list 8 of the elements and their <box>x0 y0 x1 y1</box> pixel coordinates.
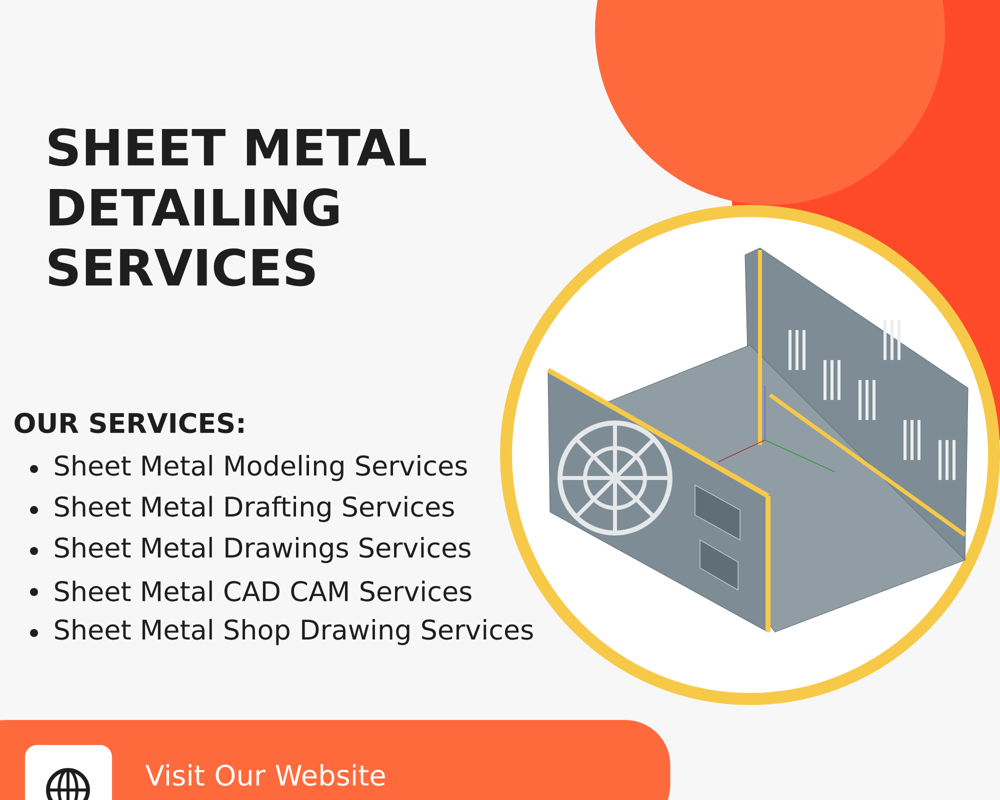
list-item: Sheet Metal CAD CAM Services <box>30 580 472 602</box>
list-item: Sheet Metal Drawings Services <box>30 536 470 564</box>
list-item: Sheet Metal Drafting Services <box>30 496 454 522</box>
title: SHEET METAL DETAILING SERVICES <box>48 128 426 286</box>
list-item: Sheet Metal Shop Drawing Services <box>30 618 533 646</box>
list-item: Sheet Metal Modeling Services <box>30 454 467 482</box>
section-heading: OUR SERVICES: <box>14 412 244 434</box>
website-banner: Visit Our Website <box>0 720 670 800</box>
